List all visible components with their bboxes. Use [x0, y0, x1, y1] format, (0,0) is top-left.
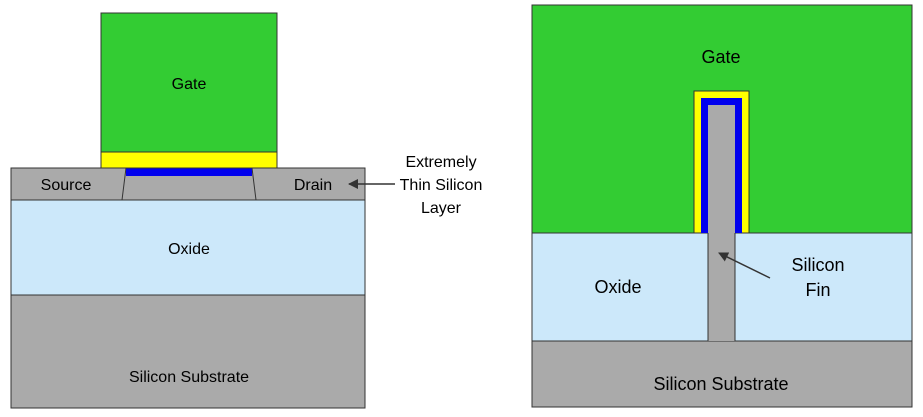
drain-label: Drain [294, 177, 332, 194]
thin-layer-callout-line-3: Layer [421, 200, 462, 217]
left-diagram: Gate Source Drain Oxide Silicon Substrat… [10, 12, 483, 409]
right-gate-label: Gate [701, 47, 740, 67]
left-gate [100, 12, 278, 153]
fin-callout-arrow [718, 252, 771, 279]
fin-callout-line-2: Fin [805, 280, 830, 300]
right-substrate-label: Silicon Substrate [653, 374, 788, 394]
left-substrate-label: Silicon Substrate [129, 369, 249, 386]
thin-layer-callout-line-1: Extremely [405, 154, 476, 171]
right-substrate [531, 340, 913, 408]
left-oxide-label: Oxide [168, 241, 210, 258]
left-gate-dielectric [100, 151, 278, 169]
silicon-fin [708, 105, 735, 341]
fin-callout-line-1: Silicon [791, 255, 844, 275]
thin-layer-callout-line-2: Thin Silicon [400, 177, 483, 194]
source-label: Source [41, 177, 92, 194]
left-channel [126, 168, 252, 176]
left-substrate [10, 294, 366, 409]
right-diagram: Gate Oxide Silicon Substrate Silicon Fin [531, 4, 913, 408]
left-gate-label: Gate [172, 76, 207, 93]
left-oxide [10, 199, 366, 296]
drain-boundary [251, 167, 257, 201]
right-oxide-label: Oxide [594, 277, 641, 297]
source-boundary [121, 167, 127, 201]
